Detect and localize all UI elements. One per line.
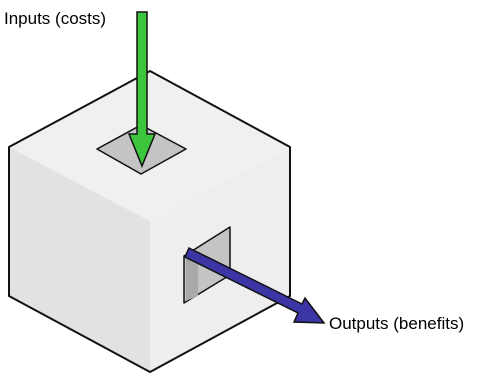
cube-outline [8,70,291,373]
cube-left-face [9,147,150,372]
arrow-down-icon [127,11,157,168]
side-opening-shadow [186,252,198,301]
arrow-diagonal-right-icon [184,246,326,324]
outputs-label: Outputs (benefits) [329,314,464,333]
inputs-label: Inputs (costs) [4,9,106,28]
